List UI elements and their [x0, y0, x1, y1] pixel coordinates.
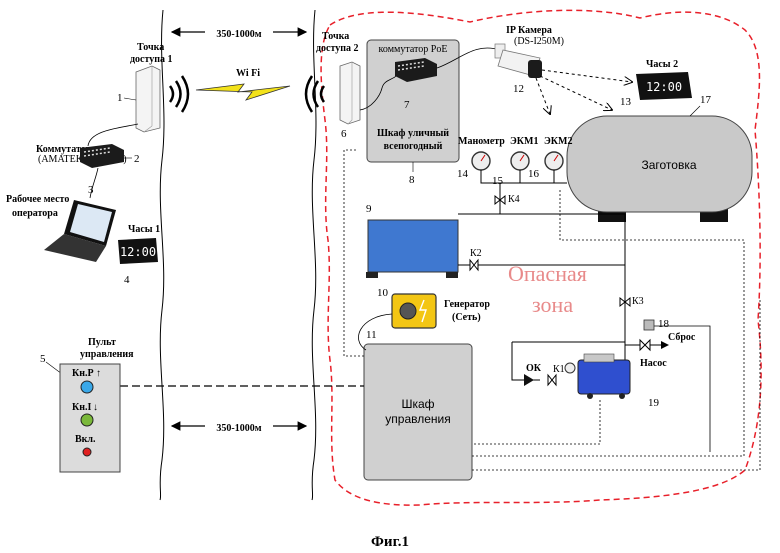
- switch-poe-label: коммутатор PoE: [379, 44, 448, 55]
- ap1-label-line2: доступа 1: [130, 54, 173, 65]
- ref-number-7: 7: [404, 99, 410, 111]
- figure-caption: Фиг.1: [371, 534, 409, 550]
- manometer-label: Манометр: [458, 136, 505, 147]
- lightning-icon: [196, 84, 290, 100]
- wifi-label: Wi Fi: [236, 68, 260, 79]
- outdoor-cabinet-label-line2: всепогодный: [384, 141, 443, 152]
- ref-number-2: 2: [134, 153, 140, 165]
- pressure-gauge-icon: [511, 152, 529, 170]
- danger-zone-label-line2: зона: [532, 292, 573, 317]
- valve-k1-label: К1: [553, 364, 565, 375]
- valve-k2-label: К2: [470, 248, 482, 259]
- check-valve-label: ОК: [526, 363, 542, 374]
- valve-k4-label: К4: [508, 194, 520, 205]
- power-button[interactable]: [83, 448, 91, 456]
- pump-icon: [578, 354, 630, 399]
- pressure-gauge-icon: [565, 363, 575, 373]
- ref-number-13: 13: [620, 96, 632, 108]
- ref-number-12: 12: [513, 83, 524, 95]
- arrow-down-icon: ↓: [93, 402, 98, 413]
- generator-icon: [392, 294, 436, 328]
- button-down-label: Кн.I: [72, 402, 92, 413]
- button-up[interactable]: [81, 381, 93, 393]
- valve-icon: [548, 375, 556, 385]
- outdoor-cabinet-label-line1: Шкаф уличный: [377, 128, 449, 139]
- digital-clock-icon: 12:00: [636, 72, 692, 100]
- distance-label-top: 350-1000м: [216, 29, 261, 40]
- tank-label: Заготовка: [641, 158, 696, 172]
- digital-clock-icon: 12:00: [118, 238, 158, 264]
- button-up-label: Кн.Р: [72, 368, 94, 379]
- clock1-label: Часы 1: [128, 224, 160, 235]
- ref-number-17: 17: [700, 94, 712, 106]
- camera-model-label: (DS-I250M): [514, 36, 564, 47]
- distance-label-bottom: 350-1000м: [216, 423, 261, 434]
- control-panel-label-line2: управления: [80, 349, 134, 360]
- ip-camera-label: IP Камера: [506, 25, 552, 36]
- ap1-label-line1: Точка: [137, 42, 164, 53]
- pressure-sensor-18: [644, 320, 654, 330]
- valve-k3-label: К3: [632, 296, 644, 307]
- power-label: Вкл.: [75, 434, 96, 445]
- generator-label-line1: Генератор: [444, 299, 490, 310]
- check-valve-icon: [524, 374, 534, 386]
- ref-number-16: 16: [528, 168, 540, 180]
- ref-number-6: 6: [341, 128, 347, 140]
- clock2-digits: 12:00: [646, 80, 682, 94]
- ref-number-5: 5: [40, 353, 46, 365]
- boundary-line-left: [160, 10, 164, 500]
- ref-number-14: 14: [457, 168, 469, 180]
- discharge-label: Сброс: [668, 332, 696, 343]
- ref-number-4: 4: [124, 274, 130, 286]
- ref-number-9: 9: [366, 203, 372, 215]
- ref-number-8: 8: [409, 174, 415, 186]
- radio-waves-icon: [170, 76, 188, 112]
- workstation-label-line1: Рабочее место: [6, 194, 69, 205]
- arrow-up-icon: ↑: [96, 368, 101, 379]
- ip-camera-icon: [495, 44, 542, 78]
- ref-number-10: 10: [377, 287, 389, 299]
- clock1-digits: 12:00: [120, 245, 156, 259]
- generator-label-line2: (Сеть): [452, 312, 481, 323]
- ref-number-19: 19: [648, 397, 660, 409]
- valve-icon: [640, 340, 650, 350]
- ap2-label-line2: доступа 2: [316, 43, 359, 54]
- ap2-label-line1: Точка: [322, 31, 349, 42]
- button-down[interactable]: [81, 414, 93, 426]
- access-point-icon: [340, 62, 360, 124]
- ref-number-15: 15: [492, 175, 504, 187]
- ref-number-3: 3: [88, 184, 94, 196]
- valve-icon: [470, 260, 478, 270]
- ref-number-11: 11: [366, 329, 377, 341]
- blue-container: [368, 220, 458, 272]
- pressure-gauge-icon: [545, 152, 563, 170]
- control-panel-label-line1: Пульт: [88, 337, 116, 348]
- ekm1-label: ЭКМ1: [510, 136, 538, 147]
- ref-number-18: 18: [658, 318, 670, 330]
- pump-label: Насос: [640, 358, 667, 369]
- clock2-label: Часы 2: [646, 59, 678, 70]
- workstation-label-line2: оператора: [12, 208, 58, 219]
- control-cabinet-label-line2: управления: [385, 412, 450, 426]
- ekm2-label: ЭКМ2: [544, 136, 572, 147]
- pressure-gauge-icon: [472, 152, 490, 170]
- control-cabinet-label-line1: Шкаф: [401, 397, 434, 411]
- danger-zone-label-line1: Опасная: [508, 261, 587, 286]
- access-point-icon: [136, 66, 160, 132]
- ref-number-1: 1: [117, 92, 123, 104]
